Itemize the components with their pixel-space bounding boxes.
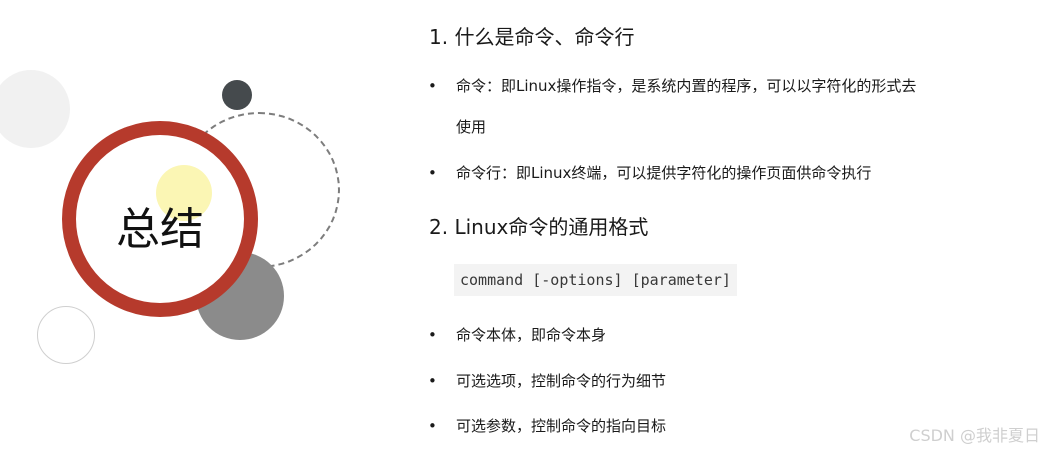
decor-outline-circle — [37, 306, 95, 364]
summary-title: 总结 — [116, 204, 204, 255]
bullet-icon: • — [428, 164, 437, 182]
section2-heading: 2. Linux命令的通用格式 — [429, 215, 649, 239]
bullet-text-continued: 使用 — [456, 118, 487, 136]
list-item: • 可选选项，控制命令的行为细节 — [428, 371, 976, 391]
bullet-text: 命令：即Linux操作指令，是系统内置的程序，可以以字符化的形式去 — [456, 77, 917, 95]
bullet-icon: • — [428, 77, 437, 95]
list-item: • 命令本体，即命令本身 — [428, 325, 976, 345]
decor-yellow-circle — [156, 165, 212, 221]
bullet-text: 可选参数，控制命令的指向目标 — [456, 417, 667, 435]
bullet-icon: • — [428, 417, 437, 435]
decor-dark-circle — [222, 80, 252, 110]
bullet-icon: • — [428, 372, 437, 390]
list-item: • 可选参数，控制命令的指向目标 — [428, 416, 976, 436]
bullet-text: 命令行：即Linux终端，可以提供字符化的操作页面供命令执行 — [456, 164, 872, 182]
section1-heading: 1. 什么是命令、命令行 — [429, 25, 635, 49]
list-item: • 命令：即Linux操作指令，是系统内置的程序，可以以字符化的形式去 使用 — [428, 76, 976, 137]
bullet-text: 命令本体，即命令本身 — [456, 326, 607, 344]
list-item: • 命令行：即Linux终端，可以提供字符化的操作页面供命令执行 — [428, 163, 976, 183]
bullet-icon: • — [428, 326, 437, 344]
watermark: CSDN @我非夏日 — [909, 426, 1040, 445]
decor-light-gray-circle — [0, 70, 70, 148]
code-snippet: command [-options] [parameter] — [454, 264, 737, 296]
bullet-text: 可选选项，控制命令的行为细节 — [456, 372, 667, 390]
summary-ring: 总结 — [62, 121, 258, 317]
